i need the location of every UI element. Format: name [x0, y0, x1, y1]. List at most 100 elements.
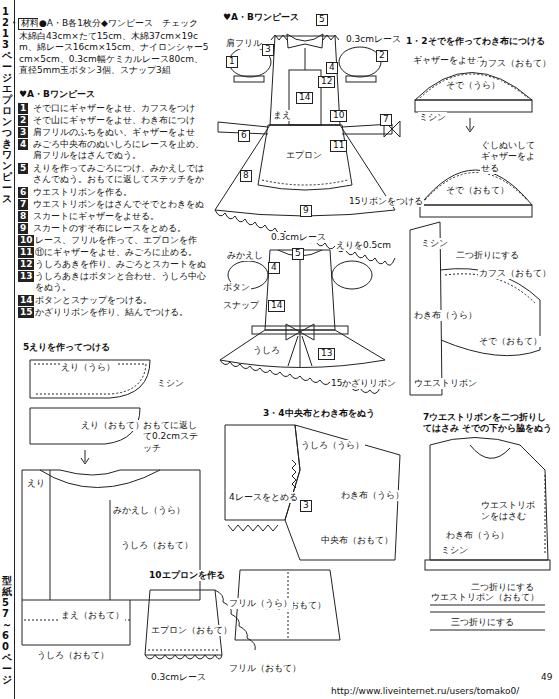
part-label: うしろ（おもて） — [120, 540, 194, 551]
note-text: スカートのすそ布にレースをとめる。 — [32, 223, 212, 234]
callout-number: 5 — [292, 248, 304, 260]
step-number: 5 — [18, 163, 28, 174]
step-heading: ♥A・Bワンピース — [18, 89, 96, 100]
part-label: えり — [26, 478, 46, 489]
collar-steps — [22, 360, 200, 645]
part-label: まえ — [272, 110, 292, 121]
part-label: エプロン — [285, 150, 323, 161]
part-label: えり（おもて） — [80, 420, 145, 431]
step-heading: 1・2そでを作ってわき布につける — [405, 36, 546, 47]
step-number: 9 — [18, 223, 28, 234]
step-number: 1 — [18, 103, 28, 114]
front-dress — [215, 34, 400, 265]
part-label: わき布（うら） — [445, 530, 510, 541]
part-label: ミシン — [418, 112, 447, 123]
callout-number: 14 — [296, 92, 313, 104]
part-label: 中央布（おもて） — [320, 535, 394, 546]
step-number: 6 — [18, 187, 28, 198]
note-text: みごろ中央布のぬいしろにレースを止め、肩フリルをはさんでぬう。 — [32, 139, 212, 162]
part-label: ボタン — [222, 282, 251, 293]
note-text: スカートにギャザーをよせる。 — [32, 211, 212, 222]
bodice-steps — [225, 425, 400, 640]
step-number: 8 — [18, 211, 28, 222]
step-number: 11 — [18, 247, 35, 258]
note-text: ウエストリボンをはさむ — [480, 500, 544, 523]
part-label: カフス（おもて） — [478, 58, 552, 69]
part-label: 15リボンをつける — [348, 196, 424, 207]
callout-number: 9 — [300, 205, 312, 217]
step-heading: 3・4中央布とわき布をぬう — [262, 408, 376, 419]
step-number: 10 — [18, 235, 35, 246]
callout-number: 13 — [318, 348, 335, 360]
part-label: フリル（うら） — [228, 598, 293, 609]
step-heading: 5えりを作ってつける — [22, 342, 111, 353]
part-label: うしろ（うら） — [300, 440, 365, 451]
part-label: そで（おもて） — [478, 336, 543, 347]
callout-number: 4 — [268, 262, 280, 274]
callout-number: 7 — [380, 114, 392, 126]
part-label: 4レースをとめる — [228, 492, 299, 503]
note-text: ⑪にギャザーをよせ、みごろに止める。 — [34, 247, 212, 258]
note-text: かざりリボンを作り、結んでつける。 — [34, 307, 212, 318]
part-label: ●A・B各1枚分◆ワンピース チェック — [38, 18, 199, 29]
back-dress — [220, 250, 385, 394]
vertical-title: 型紙57～60ページ — [2, 575, 12, 685]
page-band: 12・13ページ エプロンつきワンピース型紙57～60ページ — [0, 0, 15, 699]
part-label: えりを0.5cm — [335, 240, 392, 251]
part-label: ミシン — [420, 238, 449, 249]
callout-number: 12 — [318, 76, 335, 88]
part-label: えり（うら） — [60, 362, 116, 373]
callout-number: 1 — [226, 56, 238, 68]
part-label: 0.3cmレース — [270, 232, 327, 243]
vertical-title: 12・13ページ エプロンつきワンピース — [2, 6, 12, 204]
step-number: 4 — [18, 139, 28, 150]
callout-number: 11 — [330, 140, 347, 152]
part-label: http://www.liveinternet.ru/users/tomako0… — [330, 686, 520, 697]
step-number: 7 — [18, 199, 28, 210]
part-label: そで（うら） — [445, 80, 501, 91]
callout-number: 2 — [376, 50, 388, 62]
part-label: 0.3cmレース — [345, 34, 402, 45]
part-label: ウエストリボン（おもて） — [430, 592, 540, 603]
part-label: ウエストリボン — [413, 378, 478, 389]
step-heading: ♥A・Bワンピース — [222, 12, 300, 23]
step-number: 2 — [18, 115, 28, 126]
callout-number: 3 — [300, 500, 312, 512]
note-text: ボタンとスナップをつける。 — [34, 295, 212, 306]
part-label: わき布（うら） — [340, 490, 405, 501]
part-label: スナップ — [222, 300, 260, 311]
note-text: うしろあきはボタンと合わせ、うしろ中心をぬう。 — [34, 271, 212, 294]
part-label: 肩フリル — [225, 38, 263, 49]
step-number: 12 — [18, 259, 35, 270]
part-label: ギャザーをよせる — [412, 55, 486, 66]
note-text: 木綿白43cm×たて15cm、木綿37cm×19cm、綿レース16cm×15cm… — [18, 31, 210, 76]
part-label: エプロン（おもて） — [150, 625, 233, 636]
part-label: 二つ折りにする — [455, 250, 520, 261]
part-label: うしろ（おもて） — [36, 650, 110, 661]
callout-number: 4 — [326, 62, 338, 74]
part-label: 0.3cmレース — [150, 672, 207, 683]
part-label: カフス（おもて） — [478, 268, 552, 279]
callout-number: 14 — [268, 300, 285, 312]
part-label: そで（おもて） — [445, 185, 510, 196]
part-label: 15かざりリボン — [330, 378, 397, 389]
part-label: ミシン — [156, 378, 185, 389]
callout-number: 5 — [316, 14, 328, 26]
callout-number: 6 — [238, 130, 250, 142]
part-label: みかえし — [226, 250, 264, 261]
part-label: 49 — [540, 672, 553, 683]
part-label: フリル（おもて） — [228, 663, 302, 674]
callout-number: 8 — [240, 170, 252, 182]
callout-number: 10 — [330, 110, 347, 122]
callout-number: 3 — [262, 44, 274, 56]
part-label: 三つ折りにする — [450, 617, 515, 628]
part-label: ミシン — [440, 545, 469, 556]
note-text: ウエストリボンを作る。 — [32, 187, 212, 198]
step-heading: 10エプロンを作る — [148, 570, 226, 581]
part-label: みかえし（うら） — [112, 505, 186, 516]
part-label: わき布（うら） — [413, 310, 478, 321]
side-seam-step — [425, 438, 550, 631]
step-heading: 7ウエストリボンを二つ折りしてはさみ そでの下から脇をぬう — [422, 412, 554, 435]
part-label: うしろ — [252, 345, 281, 356]
step-number: 14 — [18, 295, 35, 306]
